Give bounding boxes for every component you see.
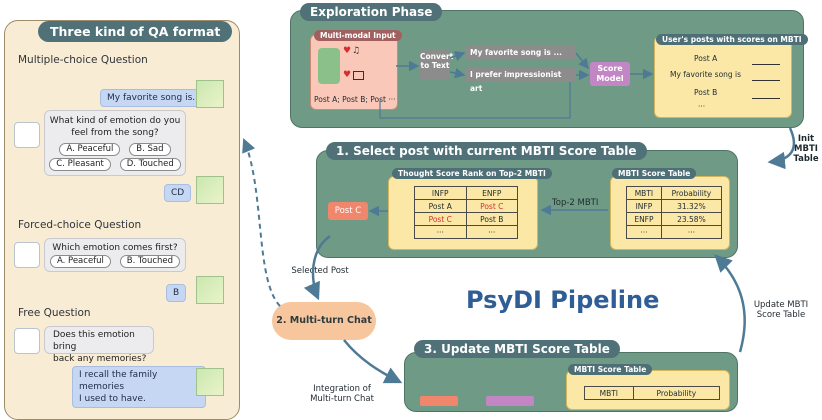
update-arrow xyxy=(714,254,746,353)
mc-answer: CD xyxy=(164,184,192,202)
rank-cell: Post A xyxy=(414,199,467,213)
bar-chart-icon xyxy=(752,86,780,99)
top2-mbti-label: Top-2 MBTI xyxy=(552,198,599,208)
user-posts-label: User's posts with scores on MBTI xyxy=(656,34,808,45)
fc-option: A. Peaceful xyxy=(49,255,111,268)
free-question-line1: Does this emotion bring xyxy=(53,330,135,352)
selected-post-arrow xyxy=(303,234,331,301)
mc-user-message: My favorite song is... xyxy=(100,89,208,107)
fc-question-bubble: Which emotion comes first? A. Peaceful B… xyxy=(44,238,186,272)
text-item-2: I prefer impressionist art xyxy=(466,68,576,93)
mc-option: C. Pleasant xyxy=(49,158,111,171)
score-model-box: Score Model xyxy=(590,62,630,86)
free-question-line2: back any memories? xyxy=(53,354,147,364)
score-cell: ··· xyxy=(660,225,723,239)
free-question-bubble: Does this emotion bring back any memorie… xyxy=(44,326,154,364)
score-table-label: MBTI Score Table xyxy=(612,168,697,179)
free-answer-line1: I recall the family memories xyxy=(79,370,158,392)
bot-avatar-icon xyxy=(14,328,40,354)
mc-option: A. Peaceful xyxy=(59,143,121,156)
text-item-1: My favorite song is ... xyxy=(466,46,576,60)
rank-header-cell: INFP xyxy=(414,186,467,200)
text-to-model-arrow xyxy=(575,52,589,70)
score-header-cell: MBTI xyxy=(626,186,662,200)
exploration-title: Exploration Phase xyxy=(300,3,443,21)
mc-question-line1: What kind of emotion do you xyxy=(49,116,181,126)
post-row-label: Post A xyxy=(694,54,718,63)
user-avatar-icon xyxy=(196,80,224,108)
rank-header-cell: ENFP xyxy=(465,186,518,200)
init-mbti-label: Init MBTI Table xyxy=(793,134,819,164)
bot-avatar-icon xyxy=(14,242,40,268)
pipeline-arrows xyxy=(242,51,796,384)
update-mbti-label: Update MBTI Score Table xyxy=(753,300,809,320)
post-row-label: My favorite song is xyxy=(670,70,742,79)
fc-heading: Forced-choice Question xyxy=(18,219,142,231)
fc-option: B. Touched xyxy=(119,255,181,268)
rank-cell: ··· xyxy=(414,225,467,239)
fc-question: Which emotion comes first? xyxy=(52,243,178,253)
step3-title: 3. Update MBTI Score Table xyxy=(414,340,620,358)
user-avatar-icon xyxy=(196,176,224,204)
user-avatar-icon xyxy=(196,276,224,304)
post-row-label: Post B xyxy=(694,88,718,97)
score-cell: ENFP xyxy=(626,212,662,226)
mc-question-bubble: What kind of emotion do you feel from th… xyxy=(44,110,186,176)
init-arrow xyxy=(767,127,796,170)
convert-to-text-arrow xyxy=(449,67,466,79)
heart-icon: ♥ xyxy=(343,70,352,80)
score-cell: 31.32% xyxy=(660,199,723,213)
pipeline-title: PsyDI Pipeline xyxy=(466,286,660,314)
chat-to-step3-arrow xyxy=(343,339,403,384)
person-icon xyxy=(318,48,340,84)
step1-title: 1. Select post with current MBTI Score T… xyxy=(326,142,647,160)
post-c-box: Post C xyxy=(328,202,368,220)
multi-turn-chat-cloud: 2. Multi-turn Chat xyxy=(272,302,376,340)
qa-panel-title: Three kind of QA format xyxy=(38,21,233,42)
rank-label: Thought Score Rank on Top-2 MBTI xyxy=(392,168,552,179)
score-header-cell: Probability xyxy=(660,186,723,200)
posts-return-arrow xyxy=(379,82,571,119)
free-answer-line2: I used to have. xyxy=(79,394,146,404)
user-posts-card xyxy=(654,36,792,118)
bar-chart-icon xyxy=(752,52,780,65)
mc-heading: Multiple-choice Question xyxy=(18,54,148,66)
post-row-label: ··· xyxy=(698,102,706,111)
bar-chart-icon xyxy=(752,68,780,81)
rank-cell: ··· xyxy=(465,225,518,239)
rank-cell: Post B xyxy=(465,212,518,226)
fc-answer: B xyxy=(166,284,187,302)
integration-label: Integration of Multi-turn Chat xyxy=(310,384,374,404)
free-heading: Free Question xyxy=(18,307,91,319)
posts-label: Post A; Post B; Post ··· xyxy=(314,95,396,104)
heart-icon: ♥ xyxy=(343,46,352,56)
mc-option: B. Sad xyxy=(129,143,171,156)
convert-to-text-box: Convert to Text xyxy=(420,50,453,80)
bot-avatar-icon xyxy=(14,122,40,148)
chat-to-qa-arrow xyxy=(242,138,281,307)
score-header-cell: Probability xyxy=(632,386,721,400)
mc-option: D. Touched xyxy=(119,158,181,171)
rank-cell: Post C xyxy=(465,199,518,213)
convert-to-text-arrow xyxy=(449,51,466,61)
score-cell: ··· xyxy=(626,225,662,239)
selected-post-label: Selected Post xyxy=(291,266,349,276)
music-note-icon: ♫ xyxy=(352,46,361,56)
image-icon xyxy=(353,71,364,80)
user-avatar-icon xyxy=(196,368,224,396)
mc-question-line2: feel from the song? xyxy=(71,128,159,138)
step3-score-label: MBTI Score Table xyxy=(568,364,653,375)
multimodal-input-label: Multi-modal Input xyxy=(314,30,402,41)
